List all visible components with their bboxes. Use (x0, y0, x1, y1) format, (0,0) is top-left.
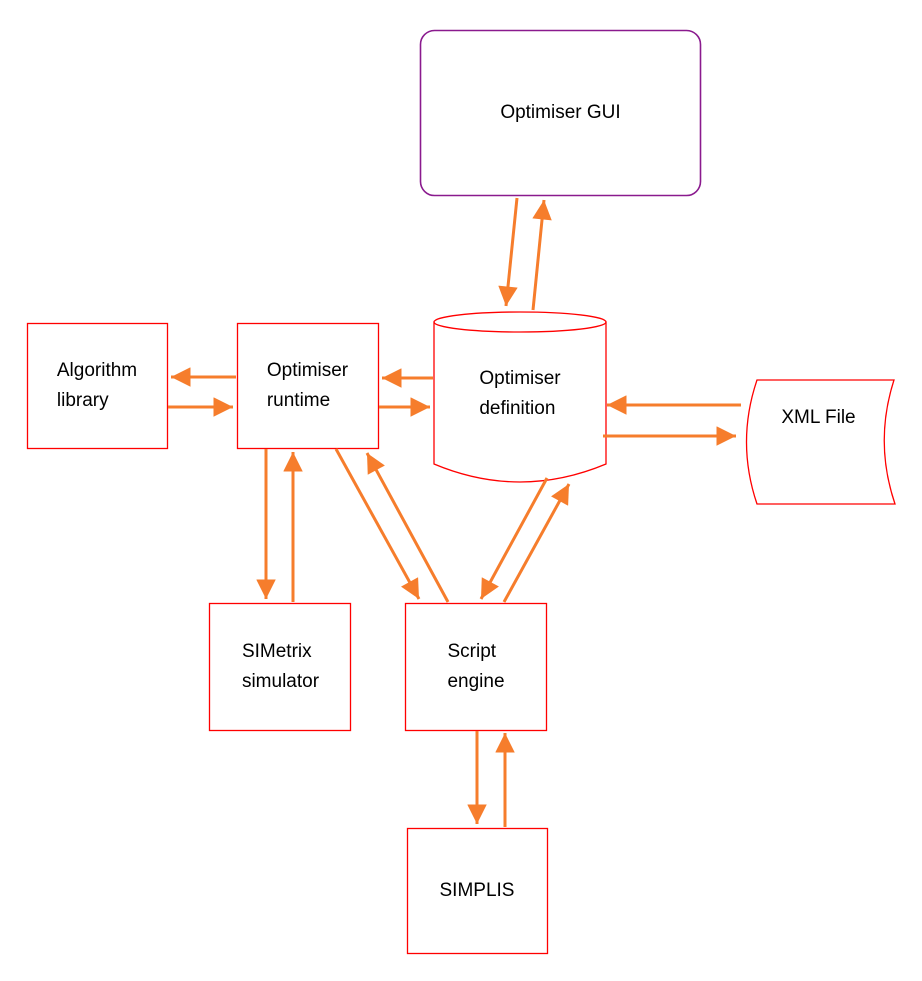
optimiser-gui-box (419, 29, 702, 197)
simetrix-simulator-box (208, 602, 352, 732)
simplis-box (406, 827, 549, 955)
cylinder-top (433, 311, 607, 333)
arrow-script-to-definition (502, 483, 571, 603)
optimiser-runtime-box (236, 322, 380, 450)
algorithm-library-box (26, 322, 169, 450)
optimiser-definition-cylinder (433, 311, 607, 483)
xml-file-shape (745, 379, 896, 505)
script-engine-box (404, 602, 548, 732)
arrow-script-to-runtime (365, 452, 450, 603)
arrows (168, 197, 741, 827)
arrow-definition-to-gui (531, 199, 552, 311)
arrow-runtime-to-script (334, 448, 421, 600)
cylinder-body (433, 322, 607, 483)
arrow-gui-to-definition (498, 197, 519, 307)
arrow-definition-to-script (479, 477, 549, 600)
